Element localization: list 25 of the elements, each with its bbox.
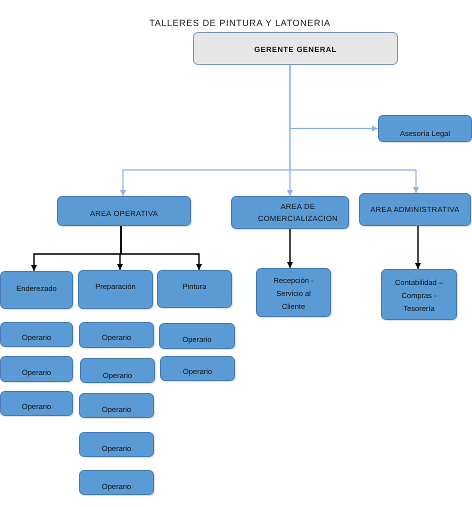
connector-arrow: [287, 229, 293, 268]
connector-arrow: [415, 226, 421, 269]
role-box: [79, 432, 154, 457]
chart-title: TALLERES DE PINTURA Y LATONERIA: [148, 18, 332, 28]
role-box: [78, 270, 153, 309]
role-box: [381, 269, 457, 320]
role-box: [80, 358, 155, 383]
role-box: [79, 470, 154, 495]
role-box: [0, 271, 73, 309]
role-box: [157, 270, 232, 308]
role-box: [0, 356, 73, 382]
role-box: [0, 391, 73, 416]
role-box: [79, 322, 154, 348]
role-box: [231, 196, 349, 229]
connector-arrow: [120, 226, 202, 270]
role-box: [160, 356, 235, 381]
connector-arrow: [289, 65, 419, 193]
role-box: [256, 268, 331, 317]
role-box: [0, 322, 73, 347]
role-box: [359, 193, 471, 226]
role-box: [79, 393, 154, 418]
role-box: [378, 115, 472, 142]
role-box: [57, 196, 191, 226]
role-box: [193, 32, 398, 65]
role-box: [159, 323, 235, 349]
